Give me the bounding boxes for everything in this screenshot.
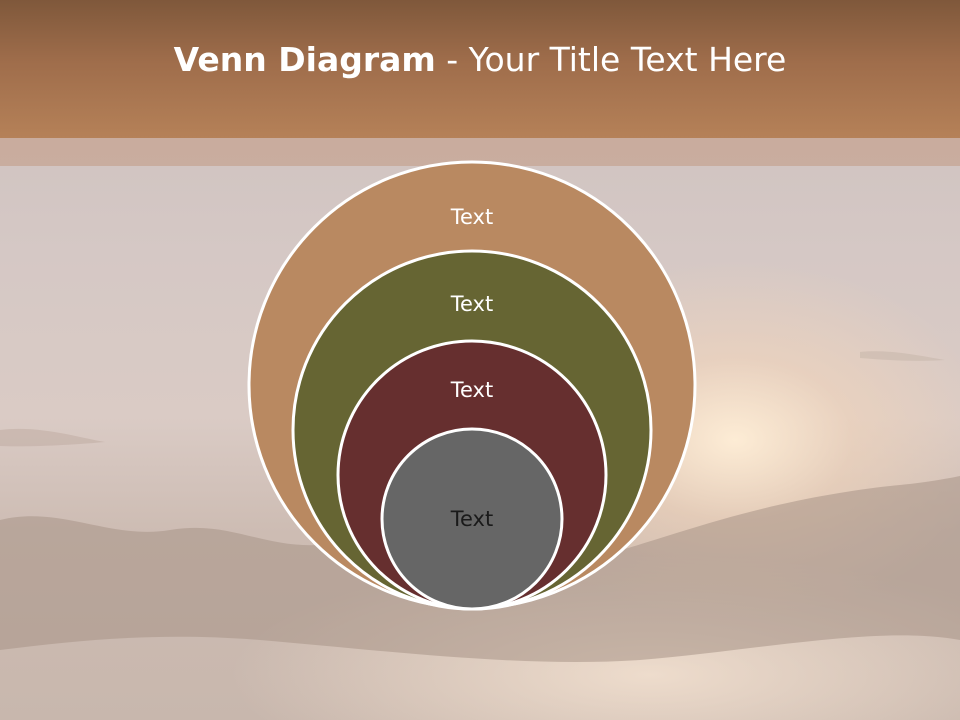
inner-circle-group: Text — [380, 427, 564, 611]
slide-title-rest: - Your Title Text Here — [435, 40, 787, 79]
slide-title-bold: Venn Diagram — [173, 40, 436, 79]
inner-circle-label: Text — [450, 507, 493, 531]
inner-circle[interactable] — [380, 427, 564, 611]
title-banner — [0, 0, 960, 138]
third-circle-label: Text — [450, 378, 493, 402]
slide-title: Venn Diagram - Your Title Text Here — [0, 40, 960, 79]
second-circle-label: Text — [450, 292, 493, 316]
outer-circle-label: Text — [450, 205, 493, 229]
